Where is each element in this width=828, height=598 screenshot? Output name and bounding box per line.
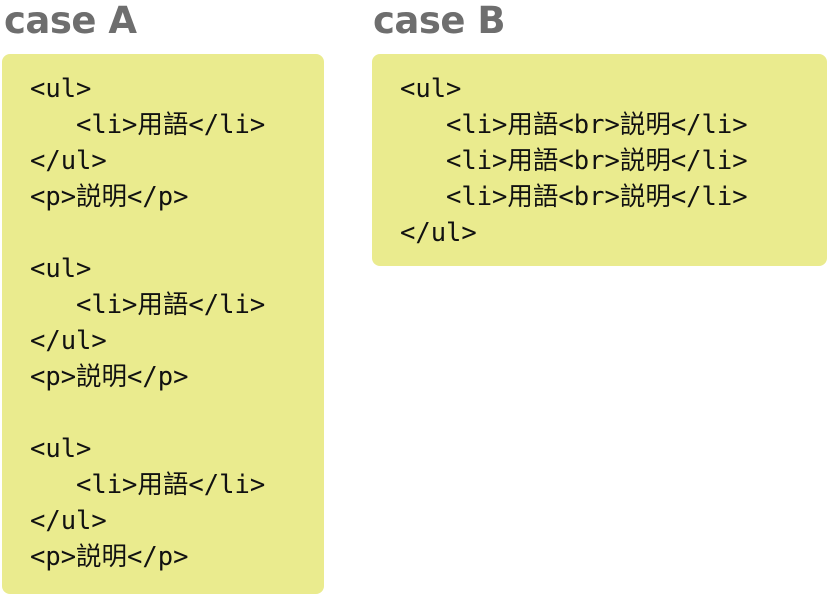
li-line: <li>用語<br>説明</li> [446,182,748,212]
ul-close-line: </ul> [30,326,107,356]
blank-line [30,215,324,251]
li-line: <li>用語</li> [76,110,266,140]
ul-open-line: <ul> [30,434,92,464]
li-line: <li>用語</li> [76,470,266,500]
case-a-heading: case A [4,0,137,42]
ul-open-line: <ul> [400,74,462,104]
p-line: <p>説明</p> [30,182,189,212]
ul-close-line: </ul> [30,146,107,176]
li-line: <li>用語<br>説明</li> [446,110,748,140]
p-line: <p>説明</p> [30,542,189,572]
li-line: <li>用語</li> [76,290,266,320]
case-b-code-panel: <ul> <li>用語<br>説明</li> <li>用語<br>説明</li>… [372,54,827,266]
ul-close-line: </ul> [400,218,477,248]
code-block: <ul> <li>用語</li> </ul> <p>説明</p> [30,251,324,395]
p-line: <p>説明</p> [30,362,189,392]
ul-close-line: </ul> [30,506,107,536]
ul-open-line: <ul> [30,74,92,104]
blank-line [30,395,324,431]
code-block: <ul> <li>用語</li> </ul> <p>説明</p> [30,431,324,575]
li-line: <li>用語<br>説明</li> [446,146,748,176]
code-block: <ul> <li>用語</li> </ul> <p>説明</p> [30,71,324,215]
case-a-code-panel: <ul> <li>用語</li> </ul> <p>説明</p> <ul> <l… [2,54,324,594]
ul-open-line: <ul> [30,254,92,284]
case-b-heading: case B [373,0,506,42]
